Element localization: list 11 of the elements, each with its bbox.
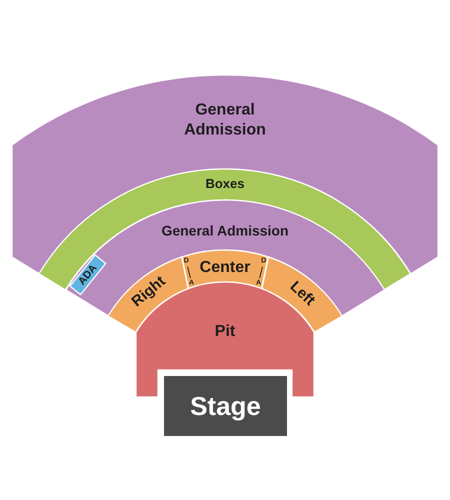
stage-block: [164, 376, 287, 436]
section-label: General Admission: [183, 100, 267, 140]
seating-section: [262, 256, 342, 332]
section-label: General Admission: [161, 222, 289, 240]
section-label: Boxes: [205, 176, 244, 192]
ada-section: [70, 255, 106, 295]
stage-label: Stage: [190, 393, 261, 419]
section-label: Left: [286, 278, 318, 310]
seating-section: [66, 200, 384, 316]
section-label: Pit: [214, 322, 236, 342]
section-label: Center: [200, 258, 250, 278]
